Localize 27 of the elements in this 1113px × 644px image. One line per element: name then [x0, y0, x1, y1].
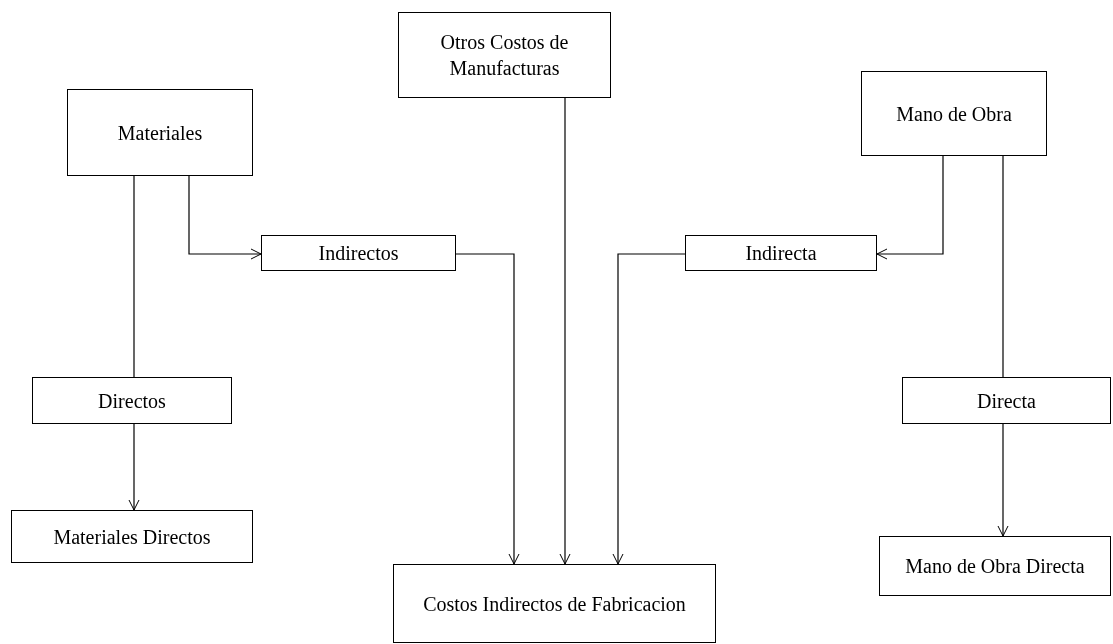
box-label: Indirectos: [318, 241, 399, 266]
connector-arrow: [612, 253, 686, 565]
process-box: [861, 71, 1047, 156]
box-label: Materiales: [117, 120, 203, 146]
process-box: [685, 235, 877, 271]
box-label: Directa: [977, 388, 1036, 414]
box-label: Materiales Directos: [53, 524, 211, 550]
process-box: [879, 536, 1111, 596]
process-box: [67, 89, 253, 176]
box-label: Mano de Obra: [896, 101, 1012, 127]
connector-arrow: [997, 423, 1009, 537]
process-box: [398, 12, 611, 98]
box-label: Costos Indirectos de Fabricacion: [423, 591, 686, 617]
process-box: [32, 377, 232, 424]
connector-arrow: [876, 155, 944, 260]
connector-arrow: [128, 423, 140, 511]
process-box: [902, 377, 1111, 424]
connector-arrow: [188, 175, 262, 260]
box-label: Mano de Obra Directa: [905, 554, 1085, 579]
process-box: [393, 564, 716, 643]
connector-arrow: [455, 253, 520, 565]
connector-arrow: [559, 97, 571, 565]
box-label: Indirecta: [745, 241, 817, 266]
process-box: [261, 235, 456, 271]
box-label: Directos: [98, 388, 166, 414]
box-label: Otros Costos de Manufacturas: [439, 30, 570, 81]
process-box: [11, 510, 253, 563]
